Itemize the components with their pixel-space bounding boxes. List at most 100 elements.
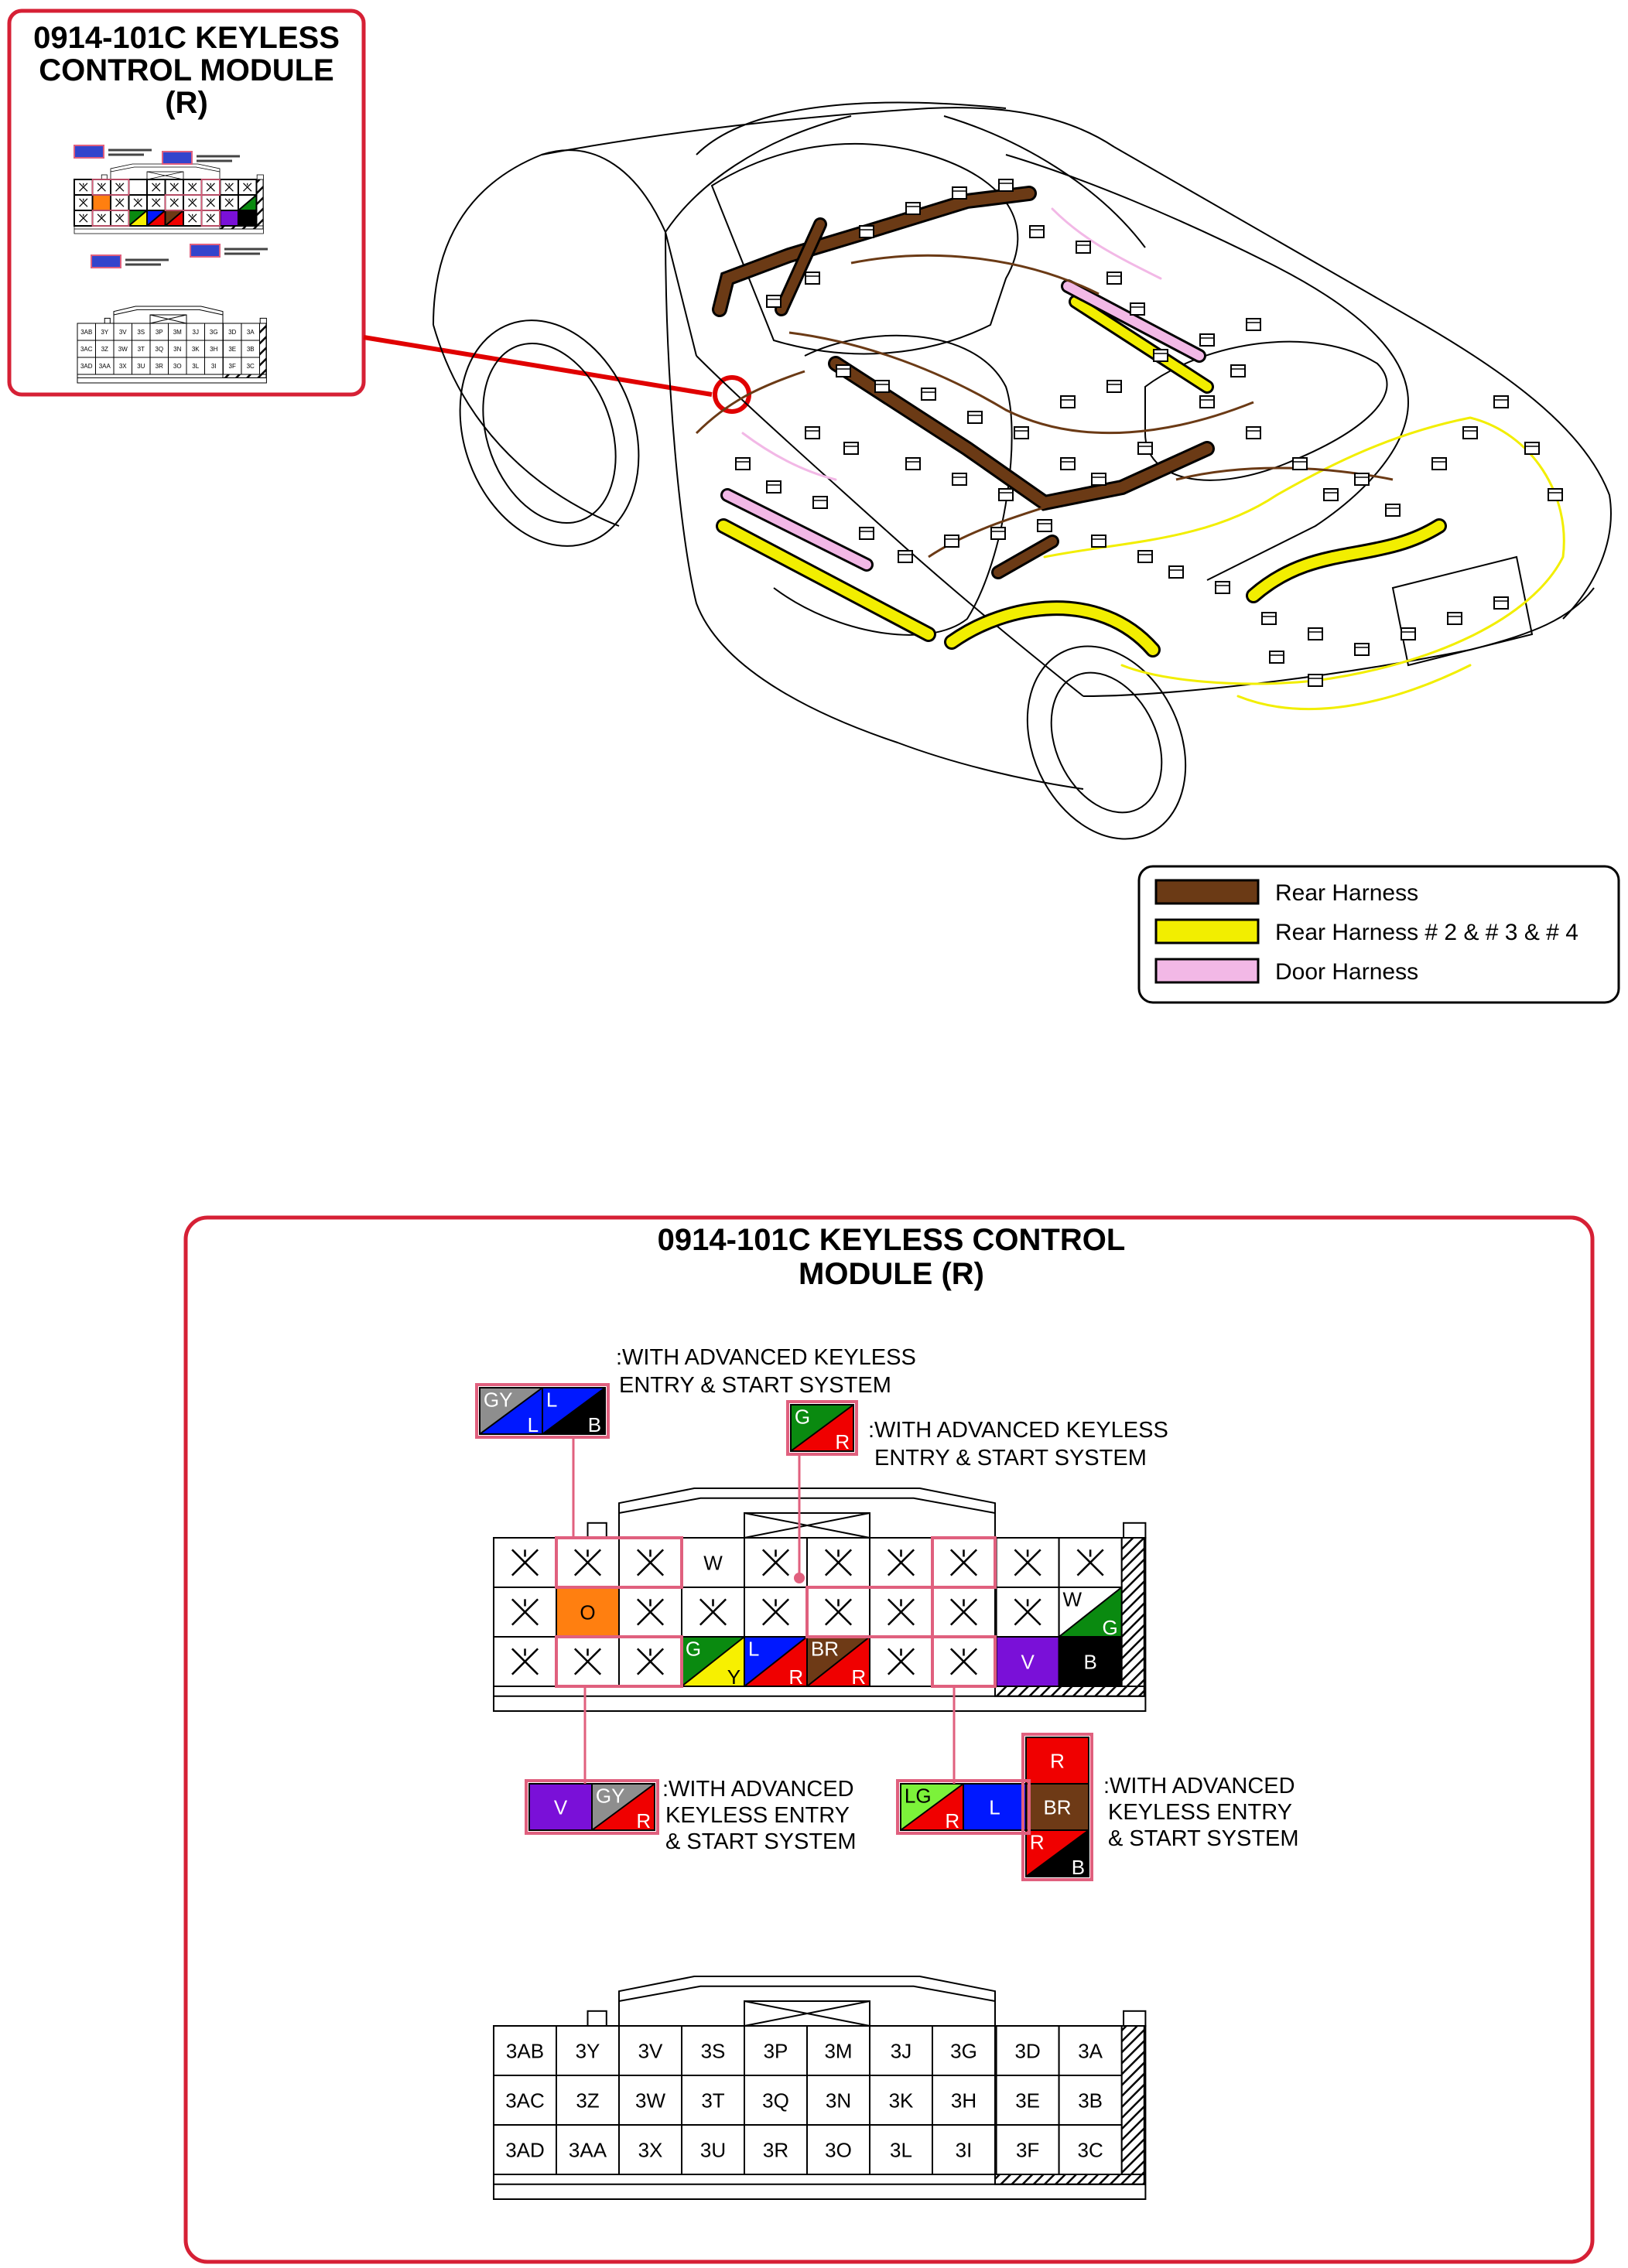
- pin-cavity[interactable]: 3V: [113, 323, 132, 341]
- pin-cavity[interactable]: 3J: [186, 323, 205, 341]
- pin-cavity[interactable]: 3Z: [95, 340, 115, 358]
- unused-cavity[interactable]: [110, 194, 130, 211]
- pin-cavity[interactable]: 3AB: [77, 323, 96, 341]
- pin-cavity[interactable]: 3AA: [95, 357, 115, 375]
- unused-cavity[interactable]: [74, 179, 94, 196]
- pin-cavity[interactable]: 3A: [1058, 2025, 1123, 2076]
- pin-cavity[interactable]: 3AA: [556, 2124, 620, 2175]
- unused-cavity[interactable]: [869, 1587, 933, 1638]
- pin-cavity[interactable]: 3Y: [95, 323, 115, 341]
- pin-cavity[interactable]: 3S: [132, 323, 151, 341]
- wire-cavity[interactable]: L: [963, 1783, 1027, 1831]
- pin-cavity[interactable]: 3M: [806, 2025, 870, 2076]
- unused-cavity[interactable]: [200, 194, 221, 211]
- pin-cavity[interactable]: 3U: [681, 2124, 745, 2175]
- pin-cavity[interactable]: 3A: [241, 323, 260, 341]
- unused-cavity[interactable]: [618, 1537, 682, 1588]
- unused-cavity[interactable]: [128, 194, 148, 211]
- unused-cavity[interactable]: [74, 194, 94, 211]
- pin-cavity[interactable]: 3L: [869, 2124, 933, 2175]
- wire-cavity[interactable]: BRR: [806, 1636, 870, 1689]
- pin-cavity[interactable]: 3D: [222, 323, 242, 341]
- unused-cavity[interactable]: [146, 179, 166, 196]
- wire-cavity[interactable]: BR: [1025, 1783, 1089, 1831]
- pin-cavity[interactable]: 3S: [681, 2025, 745, 2076]
- unused-cavity[interactable]: [183, 179, 203, 196]
- pin-cavity[interactable]: 3AD: [493, 2124, 557, 2175]
- pin-cavity[interactable]: 3AB: [493, 2025, 557, 2076]
- unused-cavity[interactable]: [110, 210, 130, 227]
- pin-cavity[interactable]: 3F: [995, 2124, 1060, 2175]
- unused-cavity[interactable]: [806, 1587, 870, 1638]
- unused-cavity[interactable]: [932, 1537, 996, 1588]
- inset-panel[interactable]: 0914-101C KEYLESS CONTROL MODULE (R) 3AB…: [7, 9, 366, 397]
- pin-cavity[interactable]: 3C: [1058, 2124, 1123, 2175]
- wire-cavity[interactable]: R: [1025, 1737, 1089, 1785]
- wire-cavity[interactable]: [237, 210, 258, 227]
- wire-cavity[interactable]: O: [556, 1587, 620, 1638]
- wire-cavity[interactable]: WG: [1058, 1587, 1123, 1639]
- pin-cavity[interactable]: 3I: [204, 357, 224, 375]
- wire-cavity[interactable]: LB: [542, 1387, 606, 1436]
- unused-cavity[interactable]: [219, 179, 239, 196]
- wire-cavity[interactable]: RB: [1025, 1829, 1089, 1879]
- wire-cavity[interactable]: [219, 210, 239, 227]
- unused-cavity[interactable]: [995, 1587, 1060, 1638]
- wire-cavity[interactable]: [128, 210, 148, 227]
- pin-cavity[interactable]: 3AC: [77, 340, 96, 358]
- unused-cavity[interactable]: [91, 210, 111, 227]
- pin-cavity[interactable]: 3L: [186, 357, 205, 375]
- pin-cavity[interactable]: 3T: [681, 2075, 745, 2126]
- unused-cavity[interactable]: [869, 1636, 933, 1687]
- pin-cavity[interactable]: 3G: [932, 2025, 996, 2076]
- rear-harness-2-3-4[interactable]: [716, 295, 1565, 711]
- pin-cavity[interactable]: 3O: [168, 357, 187, 375]
- unused-cavity[interactable]: [995, 1537, 1060, 1588]
- pin-cavity[interactable]: 3N: [806, 2075, 870, 2126]
- unused-cavity[interactable]: [869, 1537, 933, 1588]
- pin-cavity[interactable]: 3U: [132, 357, 151, 375]
- unused-cavity[interactable]: [744, 1587, 808, 1638]
- pin-cavity[interactable]: 3T: [132, 340, 151, 358]
- unused-cavity[interactable]: [556, 1537, 620, 1588]
- unused-cavity[interactable]: [183, 210, 203, 227]
- wire-cavity[interactable]: [237, 194, 258, 211]
- pin-cavity[interactable]: 3R: [744, 2124, 808, 2175]
- wire-cavity[interactable]: GY: [681, 1636, 745, 1689]
- pin-cavity[interactable]: 3AC: [493, 2075, 557, 2126]
- wire-cavity[interactable]: GYR: [591, 1783, 655, 1833]
- pin-cavity[interactable]: 3W: [113, 340, 132, 358]
- unused-cavity[interactable]: [681, 1587, 745, 1638]
- pin-cavity[interactable]: 3G: [204, 323, 224, 341]
- unused-cavity[interactable]: [200, 179, 221, 196]
- unused-cavity[interactable]: [74, 210, 94, 227]
- pin-cavity[interactable]: 3Z: [556, 2075, 620, 2126]
- pin-cavity[interactable]: 3J: [869, 2025, 933, 2076]
- pin-cavity[interactable]: 3Y: [556, 2025, 620, 2076]
- pin-cavity[interactable]: 3W: [618, 2075, 682, 2126]
- pin-cavity[interactable]: 3K: [186, 340, 205, 358]
- wire-cavity[interactable]: V: [995, 1636, 1060, 1687]
- unused-cavity[interactable]: [556, 1636, 620, 1687]
- unused-cavity[interactable]: [91, 179, 111, 196]
- wire-cavity[interactable]: [91, 194, 111, 211]
- unused-cavity[interactable]: [164, 179, 184, 196]
- wire-cavity[interactable]: V: [528, 1783, 593, 1831]
- wire-cavity[interactable]: [164, 210, 184, 227]
- unused-cavity[interactable]: [183, 194, 203, 211]
- pin-cavity[interactable]: 3B: [1058, 2075, 1123, 2126]
- unused-cavity[interactable]: [493, 1636, 557, 1687]
- pin-cavity[interactable]: 3X: [618, 2124, 682, 2175]
- unused-cavity[interactable]: [237, 179, 258, 196]
- unused-cavity[interactable]: [493, 1587, 557, 1638]
- pin-cavity[interactable]: 3V: [618, 2025, 682, 2076]
- unused-cavity[interactable]: [493, 1537, 557, 1588]
- pin-cavity[interactable]: 3P: [744, 2025, 808, 2076]
- pin-cavity[interactable]: 3H: [204, 340, 224, 358]
- wire-cavity[interactable]: [128, 179, 148, 196]
- pin-cavity[interactable]: 3D: [995, 2025, 1060, 2076]
- unused-cavity[interactable]: [1058, 1537, 1123, 1588]
- wire-cavity[interactable]: [146, 210, 166, 227]
- pin-cavity[interactable]: 3F: [222, 357, 242, 375]
